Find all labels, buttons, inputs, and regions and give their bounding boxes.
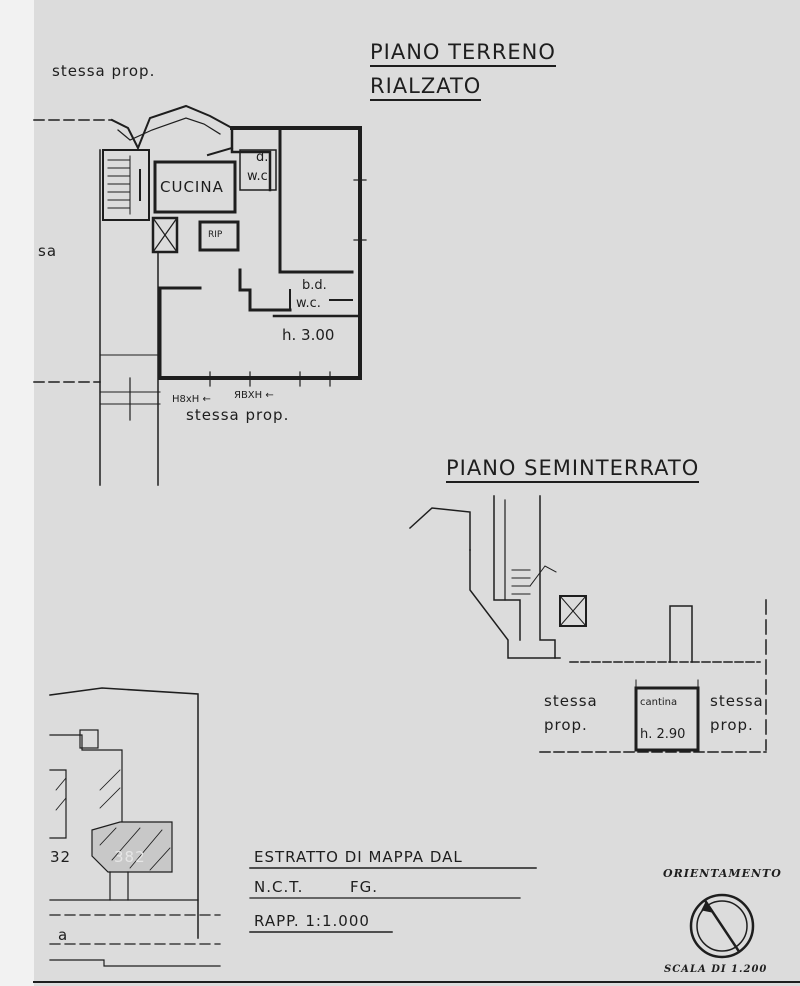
scan-margin <box>0 0 34 986</box>
cellar-label: cantina <box>640 697 678 708</box>
neighbor-label-left-fragment: sa <box>38 242 58 260</box>
interior-wall <box>230 126 272 192</box>
wall-stub <box>206 146 234 157</box>
wc-top-d-label: d. <box>256 150 269 165</box>
wc-top-label: w.c. <box>247 169 272 184</box>
basement-neighbor-right-2: prop. <box>710 716 754 734</box>
interior-wall <box>238 268 292 312</box>
wc-top-room <box>239 149 277 191</box>
ceiling-height-label: h. 3.00 <box>282 326 335 344</box>
cellar-height-label: h. 2.90 <box>640 727 686 742</box>
map-extract-ncf: N.C.T. <box>254 878 304 896</box>
basement-title: PIANO SEMINTERRATO <box>446 456 700 483</box>
kitchen-room <box>153 160 237 214</box>
map-extract-fg: FG. <box>350 878 379 896</box>
map-parcel-number: 32 <box>50 848 72 866</box>
bay-window <box>110 104 234 151</box>
svg-text:H8xH ←: H8xH ← <box>172 394 211 405</box>
closet-label: RIP <box>208 230 223 240</box>
ground-floor-title: PIANO TERRENO <box>370 40 556 67</box>
cadastral-map-extract <box>49 687 221 967</box>
basement-elevator <box>559 595 587 627</box>
elevator-shaft <box>151 216 179 254</box>
map-fragment-label: a <box>58 926 69 944</box>
kitchen-label: CUCINA <box>160 178 224 196</box>
orientation-label: ORIENTAMENTO <box>663 867 782 880</box>
wc-bottom-bd-label: b.d. <box>302 278 327 293</box>
svg-text:ЯBXH ←: ЯBXH ← <box>234 390 274 401</box>
basement-plan <box>408 495 767 753</box>
closet-room <box>198 220 240 252</box>
outer-wall <box>158 126 362 380</box>
interior-wall <box>278 126 354 274</box>
staircase <box>102 149 150 221</box>
drawing-scale-label: SCALA DI 1.200 <box>664 964 768 975</box>
north-arrow-icon <box>689 893 755 959</box>
bay-window-inner <box>117 117 221 141</box>
wc-bottom-label: w.c. <box>296 296 321 311</box>
neighbor-label-bottom: stessa prop. <box>186 406 290 424</box>
map-extract-scale: RAPP. 1:1.000 <box>254 912 370 930</box>
ground-floor-subtitle: RIALZATO <box>370 74 482 101</box>
map-parcel-number: 382 <box>114 848 146 866</box>
cellar-room <box>634 686 700 752</box>
basement-neighbor-left-2: prop. <box>544 716 588 734</box>
neighbor-label-top: stessa prop. <box>52 62 156 80</box>
ground-floor-plan: H8xH ← ЯBXH ← <box>33 104 367 486</box>
map-extract-line1: ESTRATTO DI MAPPA DAL <box>254 848 463 866</box>
basement-neighbor-right-1: stessa <box>710 692 764 710</box>
basement-neighbor-left-1: stessa <box>544 692 598 710</box>
